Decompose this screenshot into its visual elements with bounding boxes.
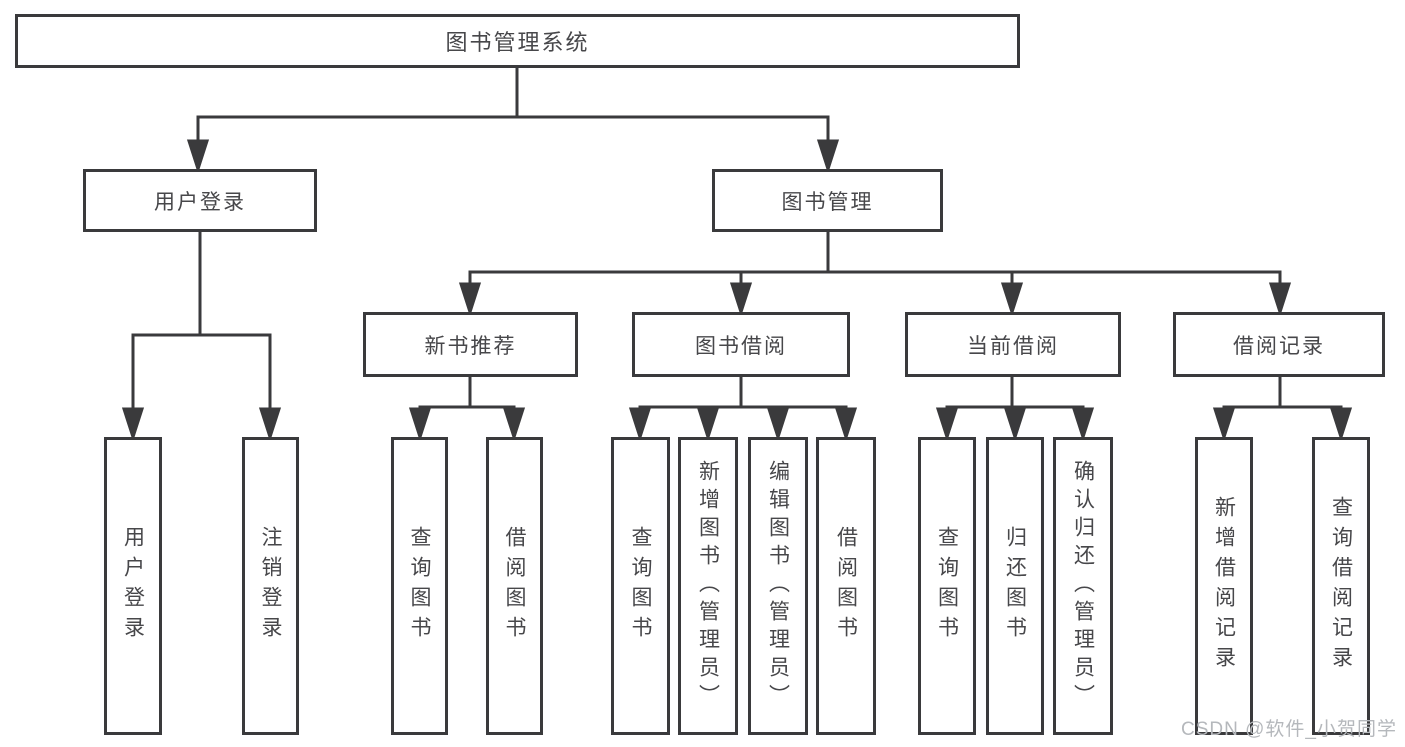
node-borrowing-records-label: 借阅记录 bbox=[1233, 334, 1325, 358]
leaf-cb-query-books: 查询图书 bbox=[918, 437, 976, 735]
leaf-bb-add-books-admin: 新增图书（管理员） bbox=[678, 437, 738, 735]
arrowhead-book-management bbox=[816, 139, 840, 174]
arrowhead-bb-add bbox=[696, 407, 720, 442]
arrowhead-bb-query bbox=[628, 407, 652, 442]
node-new-book-recommend: 新书推荐 bbox=[363, 312, 578, 377]
leaf-rec-query-books-label: 查询图书 bbox=[408, 526, 431, 646]
leaf-user-login-label: 用户登录 bbox=[121, 526, 145, 646]
node-borrowing-records: 借阅记录 bbox=[1173, 312, 1385, 377]
arrowhead-bb-edit bbox=[766, 407, 790, 442]
leaf-bb-edit-books-admin: 编辑图书（管理员） bbox=[748, 437, 808, 735]
leaf-logout-label: 注销登录 bbox=[259, 526, 282, 646]
arrowhead-borrowing-records bbox=[1268, 282, 1292, 317]
arrowhead-rec-borrow bbox=[502, 407, 526, 442]
leaf-logout: 注销登录 bbox=[242, 437, 299, 735]
leaf-cb-confirm-return-admin: 确认归还（管理员） bbox=[1053, 437, 1113, 735]
leaf-bb-edit-books-admin-label: 编辑图书（管理员） bbox=[766, 460, 790, 712]
arrowhead-current-borrowing bbox=[1000, 282, 1024, 317]
arrowhead-cb-query bbox=[935, 407, 959, 442]
node-root-system: 图书管理系统 bbox=[15, 14, 1020, 68]
arrowhead-leaf-login bbox=[121, 407, 145, 442]
arrowhead-leaf-logout bbox=[258, 407, 282, 442]
arrowhead-user-login bbox=[186, 139, 210, 174]
leaf-cb-query-books-label: 查询图书 bbox=[935, 526, 959, 646]
node-current-borrowing: 当前借阅 bbox=[905, 312, 1121, 377]
node-book-management-label: 图书管理 bbox=[781, 190, 874, 214]
leaf-bb-borrow-books-label: 借阅图书 bbox=[834, 526, 858, 646]
arrowhead-cb-return bbox=[1003, 407, 1027, 442]
arrowhead-rec-query bbox=[408, 407, 432, 442]
leaf-bb-query-books-label: 查询图书 bbox=[629, 526, 652, 646]
node-new-book-recommend-label: 新书推荐 bbox=[424, 334, 517, 358]
leaf-bb-query-books: 查询图书 bbox=[611, 437, 670, 735]
node-book-borrowing: 图书借阅 bbox=[632, 312, 850, 377]
node-user-login-label: 用户登录 bbox=[154, 190, 246, 214]
node-book-borrowing-label: 图书借阅 bbox=[695, 334, 787, 358]
arrowhead-book-borrowing bbox=[729, 282, 753, 317]
leaf-bb-add-books-admin-label: 新增图书（管理员） bbox=[696, 460, 720, 712]
csdn-watermark: CSDN @软件_小贺同学 bbox=[1181, 719, 1397, 740]
arrowhead-new-book bbox=[458, 282, 482, 317]
arrowhead-cb-confirm bbox=[1071, 407, 1095, 442]
leaf-cb-return-books-label: 归还图书 bbox=[1003, 526, 1027, 646]
leaf-br-add-record-label: 新增借阅记录 bbox=[1212, 496, 1236, 676]
leaf-br-add-record: 新增借阅记录 bbox=[1195, 437, 1253, 735]
node-root-label: 图书管理系统 bbox=[445, 30, 590, 55]
leaf-cb-confirm-return-admin-label: 确认归还（管理员） bbox=[1071, 460, 1095, 712]
leaf-cb-return-books: 归还图书 bbox=[986, 437, 1044, 735]
node-current-borrowing-label: 当前借阅 bbox=[967, 334, 1059, 358]
arrowhead-bb-borrow bbox=[834, 407, 858, 442]
arrowhead-br-add bbox=[1212, 407, 1236, 442]
arrowhead-br-query bbox=[1329, 407, 1353, 442]
node-user-login: 用户登录 bbox=[83, 169, 317, 232]
leaf-user-login: 用户登录 bbox=[104, 437, 162, 735]
leaf-br-query-record: 查询借阅记录 bbox=[1312, 437, 1370, 735]
leaf-rec-query-books: 查询图书 bbox=[391, 437, 448, 735]
leaf-bb-borrow-books: 借阅图书 bbox=[816, 437, 876, 735]
leaf-rec-borrow-books: 借阅图书 bbox=[486, 437, 543, 735]
leaf-rec-borrow-books-label: 借阅图书 bbox=[503, 526, 526, 646]
node-book-management: 图书管理 bbox=[712, 169, 943, 232]
leaf-br-query-record-label: 查询借阅记录 bbox=[1329, 496, 1353, 676]
